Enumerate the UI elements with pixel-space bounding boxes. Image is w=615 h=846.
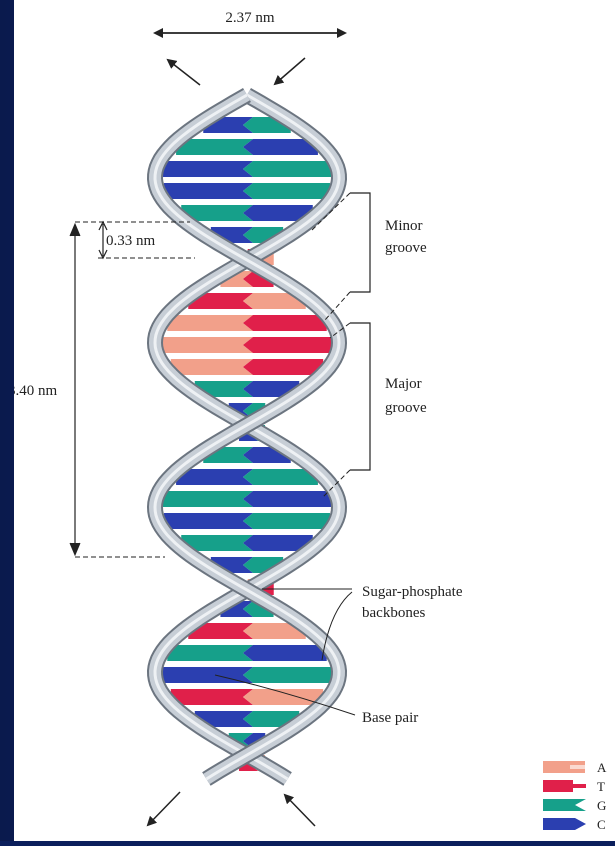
rise-label: 0.33 nm: [106, 233, 156, 249]
base-right: [243, 161, 332, 177]
width-dimension: 2.37 nm: [155, 10, 345, 33]
base-pair-label: Base pair: [362, 710, 418, 726]
legend-letter-g: G: [597, 798, 606, 813]
base-right: [243, 645, 327, 661]
base-left: [171, 359, 253, 375]
base-left: [167, 315, 253, 331]
major-groove-label-2: groove: [385, 400, 427, 416]
base-left: [164, 183, 253, 199]
dna-diagram: 2.37 nm 0.33 nm 3.40 nm Minor groove: [14, 0, 615, 841]
base-left: [162, 161, 253, 177]
base-right: [243, 183, 330, 199]
legend-item-c: C: [543, 817, 606, 832]
base-left: [167, 645, 253, 661]
figure-panel: 2.37 nm 0.33 nm 3.40 nm Minor groove: [14, 0, 615, 841]
rise-dimension: 0.33 nm: [75, 222, 195, 258]
legend-item-a: A: [543, 760, 607, 775]
base-left: [161, 337, 253, 353]
base-right: [243, 315, 327, 331]
legend-letter-c: C: [597, 817, 606, 832]
minor-groove-label-1: Minor: [385, 218, 423, 234]
legend-letter-t: T: [597, 779, 605, 794]
backbone-label-2: backbones: [362, 605, 425, 621]
legend-item-g: G: [543, 798, 606, 813]
pitch-dimension: 3.40 nm: [14, 224, 165, 557]
pitch-label: 3.40 nm: [14, 383, 58, 399]
base-right: [243, 491, 332, 507]
base-right: [243, 337, 333, 353]
base-right: [243, 359, 323, 375]
base-left: [162, 491, 253, 507]
legend-item-t: T: [543, 779, 605, 794]
minor-groove-label-2: groove: [385, 240, 427, 256]
base-legend: A T G C: [543, 760, 607, 832]
base-right: [243, 513, 330, 529]
major-groove-label-1: Major: [385, 376, 422, 392]
base-right: [243, 667, 333, 683]
legend-letter-a: A: [597, 760, 607, 775]
width-label: 2.37 nm: [225, 10, 275, 26]
base-left: [171, 689, 253, 705]
base-right: [243, 689, 323, 705]
backbone-label-1: Sugar-phosphate: [362, 584, 463, 600]
base-left: [164, 513, 253, 529]
